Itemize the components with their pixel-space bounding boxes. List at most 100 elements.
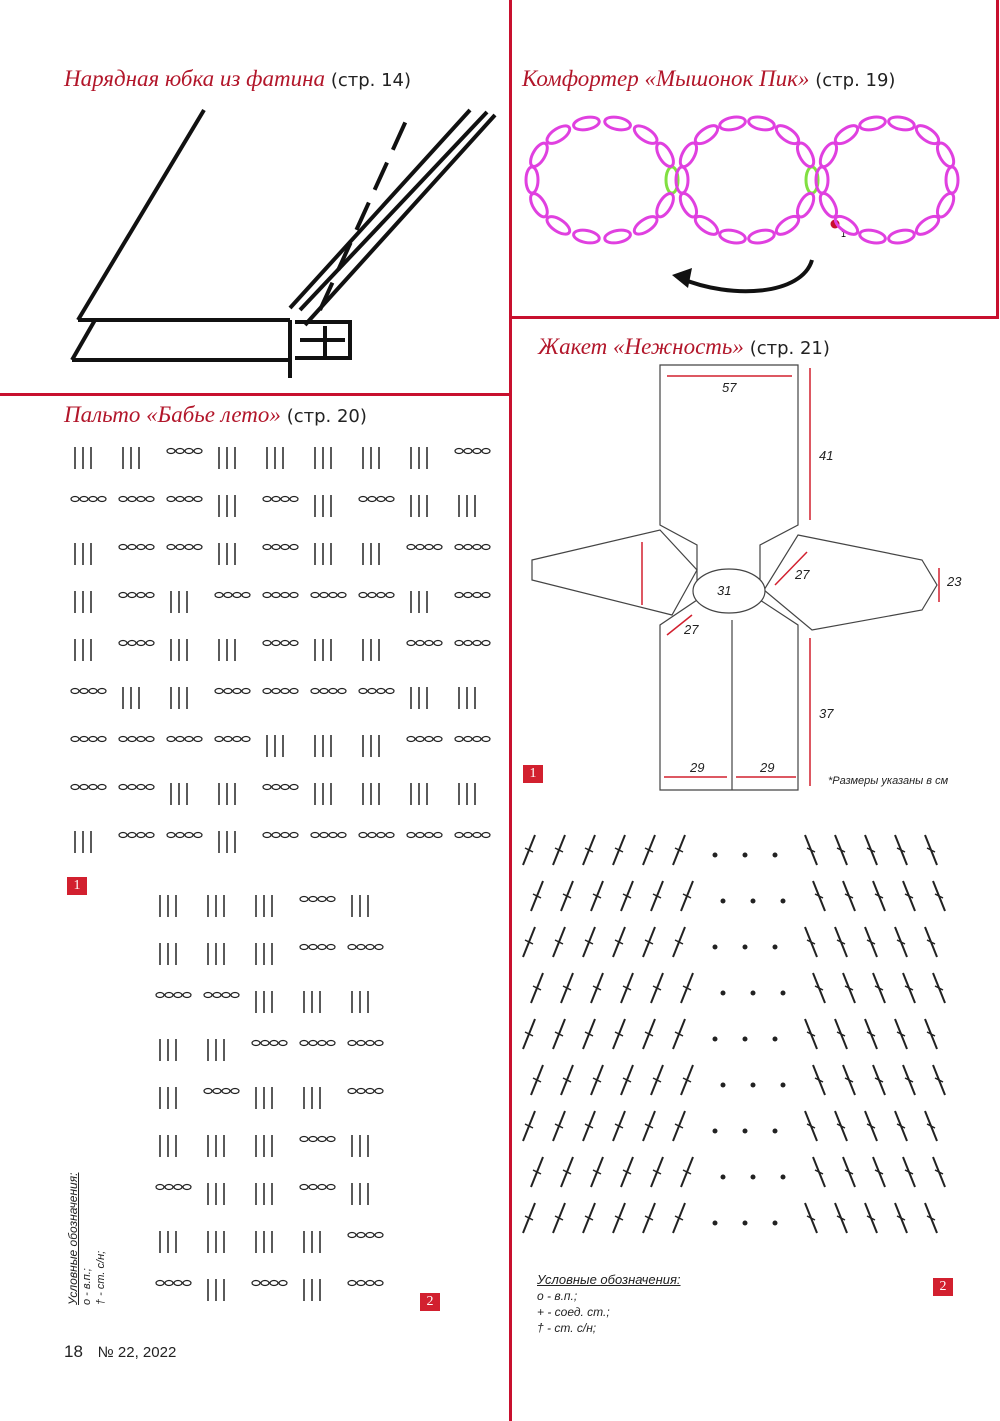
chain-symbol: [146, 497, 154, 502]
chain-loop-diagram: 1: [512, 100, 992, 300]
chain-symbol: [311, 689, 319, 694]
coat-crochet-chart-1: [65, 437, 495, 857]
chain-symbol: [473, 449, 481, 454]
chain-symbol: [359, 833, 367, 838]
measure-sleeve-seam: 27: [794, 567, 810, 582]
chain-symbol: [318, 1041, 326, 1046]
chain-symbol: [368, 497, 376, 502]
chain-symbol: [311, 833, 319, 838]
chain-symbol: [348, 1041, 356, 1046]
chain-symbol: [137, 593, 145, 598]
chain-symbol: [137, 833, 145, 838]
chain-symbol: [119, 737, 127, 742]
chain-symbol: [137, 737, 145, 742]
jacket-badge-2: 2: [933, 1278, 953, 1296]
chain-symbol: [272, 545, 280, 550]
chain-symbol: [366, 1281, 374, 1286]
chain-symbol: [357, 945, 365, 950]
chain-stitch: [526, 167, 538, 193]
chain-symbol: [128, 737, 136, 742]
chain-symbol: [464, 593, 472, 598]
coat-page-ref: (стр. 20): [287, 406, 367, 427]
chain-symbol: [167, 449, 175, 454]
slip-stitch-symbol: [713, 1037, 718, 1042]
chain-symbol: [327, 945, 335, 950]
slip-stitch-symbol: [781, 991, 786, 996]
chain-symbol: [348, 945, 356, 950]
chain-stitch: [631, 122, 659, 146]
chain-symbol: [185, 833, 193, 838]
chain-stitch: [677, 191, 700, 220]
chain-symbol: [416, 737, 424, 742]
chain-symbol: [204, 1089, 212, 1094]
chain-symbol: [281, 641, 289, 646]
chain-symbol: [357, 1089, 365, 1094]
chain-symbol: [183, 1185, 191, 1190]
chain-stitch: [719, 115, 747, 132]
chain-symbol: [233, 593, 241, 598]
chain-symbol: [368, 593, 376, 598]
chain-symbol: [290, 785, 298, 790]
chain-symbol: [329, 689, 337, 694]
chain-symbol: [464, 641, 472, 646]
coat-badge-1: 1: [67, 877, 87, 895]
chain-symbol: [167, 545, 175, 550]
chain-symbol: [290, 689, 298, 694]
chain-symbol: [318, 897, 326, 902]
slip-stitch-symbol: [751, 991, 756, 996]
chain-symbol: [375, 1281, 383, 1286]
chain-symbol: [309, 1137, 317, 1142]
chain-symbol: [156, 1281, 164, 1286]
chain-symbol: [464, 449, 472, 454]
chain-symbol: [119, 497, 127, 502]
chain-symbol: [416, 833, 424, 838]
chain-symbol: [290, 593, 298, 598]
chain-symbol: [320, 833, 328, 838]
chain-symbol: [375, 945, 383, 950]
chain-symbol: [242, 737, 250, 742]
slip-stitch-symbol: [721, 1083, 726, 1088]
chain-symbol: [281, 593, 289, 598]
chain-symbol: [156, 993, 164, 998]
chain-symbol: [272, 641, 280, 646]
chain-symbol: [252, 1281, 260, 1286]
chain-symbol: [233, 737, 241, 742]
chain-stitch: [817, 141, 840, 170]
chain-symbol: [176, 449, 184, 454]
chain-symbol: [386, 497, 394, 502]
coat-crochet-chart-2: [150, 885, 395, 1305]
chain-symbol: [224, 689, 232, 694]
chain-symbol: [482, 545, 490, 550]
chain-symbol: [348, 1089, 356, 1094]
chain-symbol: [366, 945, 374, 950]
chain-symbol: [185, 449, 193, 454]
chain-symbol: [272, 593, 280, 598]
chain-symbol: [482, 833, 490, 838]
chain-symbol: [455, 545, 463, 550]
slip-stitch-symbol: [743, 1037, 748, 1042]
chain-symbol: [128, 833, 136, 838]
chain-symbol: [146, 833, 154, 838]
chain-symbol: [242, 593, 250, 598]
jacket-badge-1: 1: [523, 765, 543, 783]
chain-stitch: [653, 191, 676, 220]
chain-symbol: [71, 689, 79, 694]
chain-symbol: [263, 545, 271, 550]
chain-symbol: [80, 785, 88, 790]
chain-stitch: [604, 115, 632, 132]
comforter-title: Комфортер «Мышонок Пик» (стр. 19): [522, 66, 895, 92]
slip-stitch-symbol: [751, 1083, 756, 1088]
chain-stitch: [573, 115, 601, 132]
chain-symbol: [263, 689, 271, 694]
chain-symbol: [176, 545, 184, 550]
slip-stitch-symbol: [781, 899, 786, 904]
direction-arrow: [680, 260, 812, 291]
chain-symbol: [224, 593, 232, 598]
chain-symbol: [309, 897, 317, 902]
chain-symbol: [320, 593, 328, 598]
chain-symbol: [89, 785, 97, 790]
legend-item: † - ст. с/н;: [537, 1320, 681, 1336]
chain-symbol: [473, 545, 481, 550]
slip-stitch-symbol: [751, 899, 756, 904]
chain-symbol: [222, 993, 230, 998]
